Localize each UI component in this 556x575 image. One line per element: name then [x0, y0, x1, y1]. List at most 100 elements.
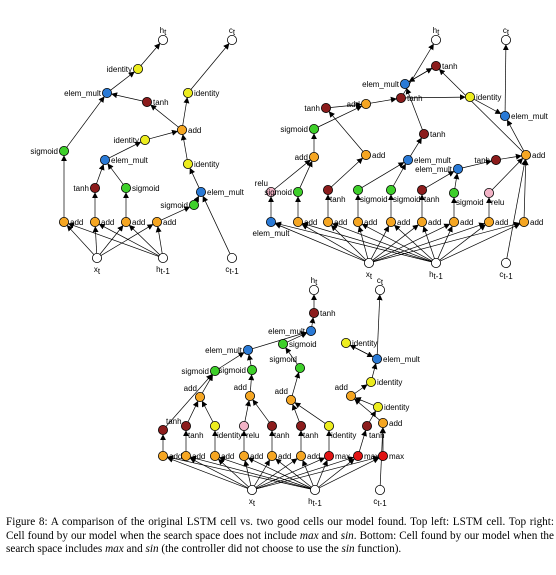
identity-node: identity: [340, 337, 377, 348]
node-label-text: h: [429, 270, 433, 279]
input-node: ht: [308, 276, 319, 295]
node-label-text: x: [94, 265, 98, 274]
node-label-text: identity: [194, 160, 219, 169]
sigmoid-node-circle: [188, 199, 199, 210]
node-label: add: [307, 452, 320, 461]
edge-b8-m6: [522, 159, 529, 218]
node-label: identity: [331, 431, 356, 440]
tanh-node: tanh: [474, 154, 501, 165]
relu-node-circle: [483, 187, 494, 198]
node-label-text: identity: [476, 93, 501, 102]
add-node-circle: [285, 394, 296, 405]
node-label: add: [532, 151, 545, 160]
node-label-subscript: t-1: [434, 272, 444, 281]
edge-ht1-a1: [67, 222, 159, 257]
input-node: xt: [92, 252, 103, 276]
edge-w2-x2: [248, 374, 255, 392]
node-label-text: add: [101, 218, 114, 227]
identity-node-circle: [132, 64, 143, 75]
node-label-text: tanh: [369, 431, 385, 440]
edge-ht1-b6: [437, 225, 453, 259]
node-label-text: add: [275, 387, 288, 396]
edge-m5-m6: [500, 153, 522, 160]
node-label: identity: [384, 403, 409, 412]
edge-ht1-c6: [302, 459, 314, 486]
node-label-text: sigmoid: [132, 184, 160, 193]
node-label-text: relu: [246, 431, 259, 440]
sigmoid-node-circle: [277, 338, 288, 349]
add-node: add: [184, 384, 205, 402]
input-node-circle: [157, 252, 168, 263]
add-node: add: [176, 125, 201, 136]
sigmoid-node: sigmoid: [269, 355, 305, 373]
edge-t4-t5: [408, 68, 433, 83]
tanh-node-circle: [430, 61, 441, 72]
node-label: add: [347, 100, 360, 109]
node-label: add: [460, 218, 473, 227]
node-label: add: [304, 218, 317, 227]
node-label: ct: [377, 276, 384, 287]
edge-ht1-b3: [361, 223, 433, 262]
node-label: add: [335, 383, 348, 392]
node-label: xt: [94, 265, 101, 276]
node-label: elem_mult: [268, 327, 306, 336]
add-node: add: [266, 450, 291, 461]
add-node-circle: [292, 216, 303, 227]
edge-u8-m6: [491, 157, 524, 190]
node-label-text: add: [192, 452, 205, 461]
sigmoid-node: sigmoid: [277, 338, 317, 349]
add-node-circle: [521, 149, 532, 160]
sigmoid-node-circle: [209, 365, 220, 376]
node-label-text: tanh: [274, 431, 290, 440]
add-node-circle: [352, 216, 363, 227]
node-label: sigmoid: [264, 188, 292, 197]
add-node: add: [121, 216, 145, 227]
add-node: add: [180, 450, 205, 461]
add-node-circle: [416, 216, 427, 227]
edge-th1-em1: [96, 163, 105, 184]
max-node-circle: [377, 450, 388, 461]
node-label-text: tanh: [188, 431, 204, 440]
input-node-circle: [363, 257, 374, 268]
node-label: add: [163, 218, 176, 227]
edge-ht1-b7: [439, 224, 486, 261]
add-node-circle: [360, 99, 371, 110]
tanh-node: tanh: [395, 93, 423, 104]
node-label-text: add: [221, 452, 234, 461]
input-node: ht: [157, 26, 168, 46]
node-label: tanh: [369, 431, 385, 440]
edge-v7-w3: [294, 402, 326, 424]
node-label-text: identity: [217, 431, 242, 440]
node-label-text: relu: [491, 198, 504, 207]
relu-node: relu: [483, 187, 504, 207]
node-label-text: add: [335, 383, 348, 392]
node-label-text: identity: [352, 339, 377, 348]
elem_mult-node-circle: [305, 325, 316, 336]
node-label-text: identity: [331, 431, 356, 440]
edge-xt-b5: [372, 224, 419, 261]
input-node-circle: [226, 252, 237, 263]
elem_mult-node: elem_mult: [64, 88, 113, 99]
input-node-circle: [500, 257, 511, 268]
node-label: add: [234, 383, 247, 392]
relu-node: relu: [255, 179, 276, 197]
node-label-text: tanh: [430, 130, 446, 139]
add-node-circle: [345, 390, 356, 401]
sigmoid-node: sigmoid: [121, 182, 160, 193]
node-label: identity: [377, 378, 402, 387]
identity-node: identity: [464, 92, 501, 103]
add-node: add: [519, 216, 543, 227]
elem_mult-node: elem_mult: [205, 344, 253, 355]
add-node-circle: [360, 149, 371, 160]
sigmoid-node-circle: [294, 362, 305, 373]
elem_mult-node-circle: [452, 163, 463, 174]
edge-x3-y2: [285, 347, 298, 365]
node-label-text: add: [188, 126, 201, 135]
edge-u2-m1: [299, 160, 313, 188]
node-label: ht: [160, 26, 167, 37]
node-label-text: elem_mult: [205, 346, 243, 355]
edge-y2-z1: [287, 332, 308, 343]
max-node-circle: [352, 450, 363, 461]
node-label-text: max: [389, 452, 404, 461]
